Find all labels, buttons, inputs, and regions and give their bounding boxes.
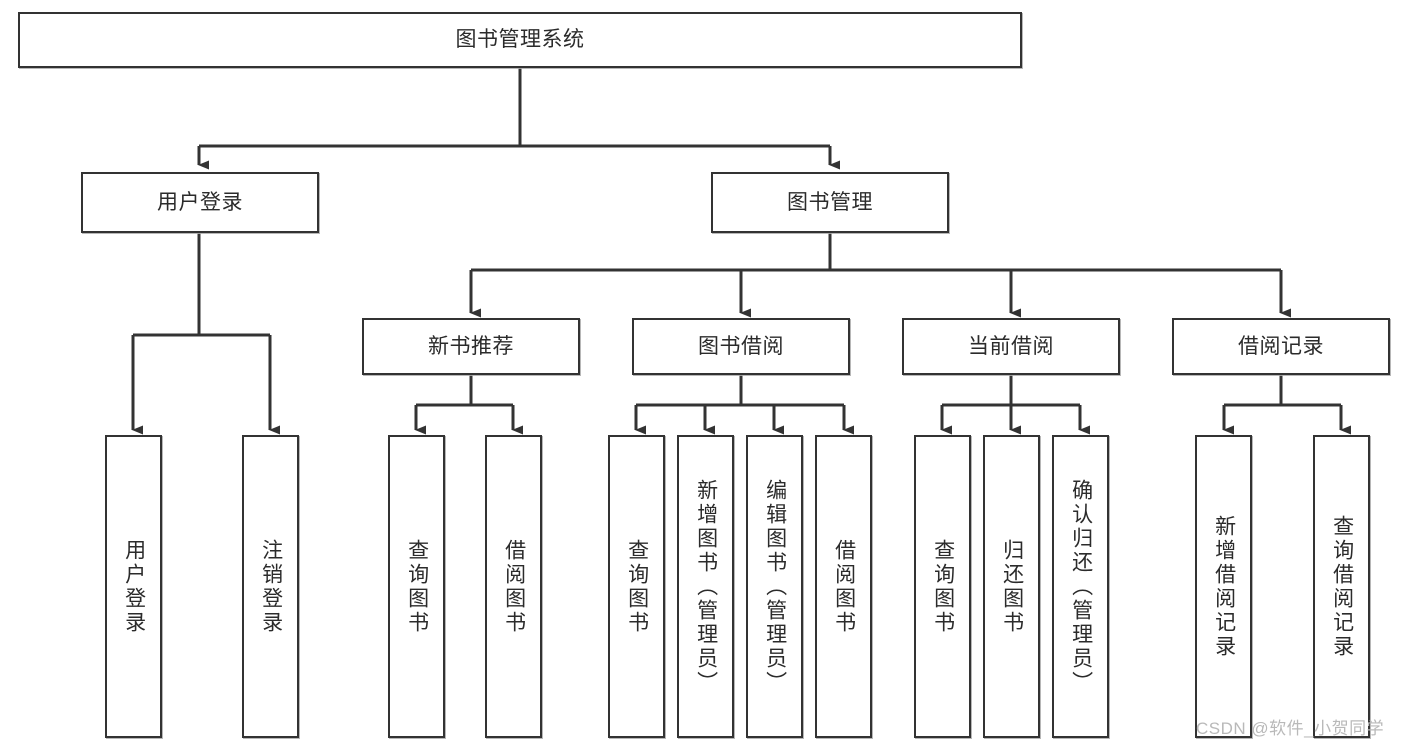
node-confirm-return[interactable]: 确认归还（管理员）: [1052, 435, 1109, 738]
node-borrow-record[interactable]: 借阅记录: [1172, 318, 1390, 375]
node-return-book[interactable]: 归还图书: [983, 435, 1040, 738]
node-add-borrow-record[interactable]: 新增借阅记录: [1195, 435, 1252, 738]
node-logout[interactable]: 注销登录: [242, 435, 299, 738]
node-book-borrow[interactable]: 图书借阅: [632, 318, 850, 375]
node-login-label: 用户登录: [122, 538, 146, 635]
node-current-borrow[interactable]: 当前借阅: [902, 318, 1120, 375]
node-query-book-1[interactable]: 查询图书: [388, 435, 445, 738]
node-query-book-2-label: 查询图书: [625, 538, 649, 635]
node-add-book-label: 新增图书（管理员）: [694, 478, 718, 695]
node-book-borrow-label: 图书借阅: [698, 334, 784, 358]
node-confirm-return-label: 确认归还（管理员）: [1069, 478, 1093, 695]
node-query-book-3[interactable]: 查询图书: [914, 435, 971, 738]
node-borrow-book-1[interactable]: 借阅图书: [485, 435, 542, 738]
node-new-book-recommend-label: 新书推荐: [428, 334, 514, 358]
node-book-manage[interactable]: 图书管理: [711, 172, 949, 233]
node-return-book-label: 归还图书: [1000, 538, 1024, 635]
node-logout-label: 注销登录: [259, 538, 283, 635]
node-current-borrow-label: 当前借阅: [968, 334, 1054, 358]
node-login[interactable]: 用户登录: [105, 435, 162, 738]
node-query-book-1-label: 查询图书: [405, 538, 429, 635]
node-borrow-book-2-label: 借阅图书: [832, 538, 856, 635]
node-borrow-record-label: 借阅记录: [1238, 334, 1324, 358]
node-add-book[interactable]: 新增图书（管理员）: [677, 435, 734, 738]
node-query-borrow-record[interactable]: 查询借阅记录: [1313, 435, 1370, 738]
node-add-borrow-record-label: 新增借阅记录: [1212, 514, 1236, 659]
node-edit-book[interactable]: 编辑图书（管理员）: [746, 435, 803, 738]
node-root-label: 图书管理系统: [455, 28, 585, 52]
node-query-book-2[interactable]: 查询图书: [608, 435, 665, 738]
node-book-manage-label: 图书管理: [787, 190, 873, 214]
node-borrow-book-2[interactable]: 借阅图书: [815, 435, 872, 738]
node-root[interactable]: 图书管理系统: [18, 12, 1022, 68]
node-new-book-recommend[interactable]: 新书推荐: [362, 318, 580, 375]
node-query-book-3-label: 查询图书: [931, 538, 955, 635]
node-edit-book-label: 编辑图书（管理员）: [763, 478, 787, 695]
node-user-login[interactable]: 用户登录: [81, 172, 319, 233]
node-borrow-book-1-label: 借阅图书: [502, 538, 526, 635]
node-user-login-label: 用户登录: [157, 190, 243, 214]
node-query-borrow-record-label: 查询借阅记录: [1330, 514, 1354, 659]
csdn-watermark: CSDN @软件_小贺同学: [1196, 719, 1385, 738]
